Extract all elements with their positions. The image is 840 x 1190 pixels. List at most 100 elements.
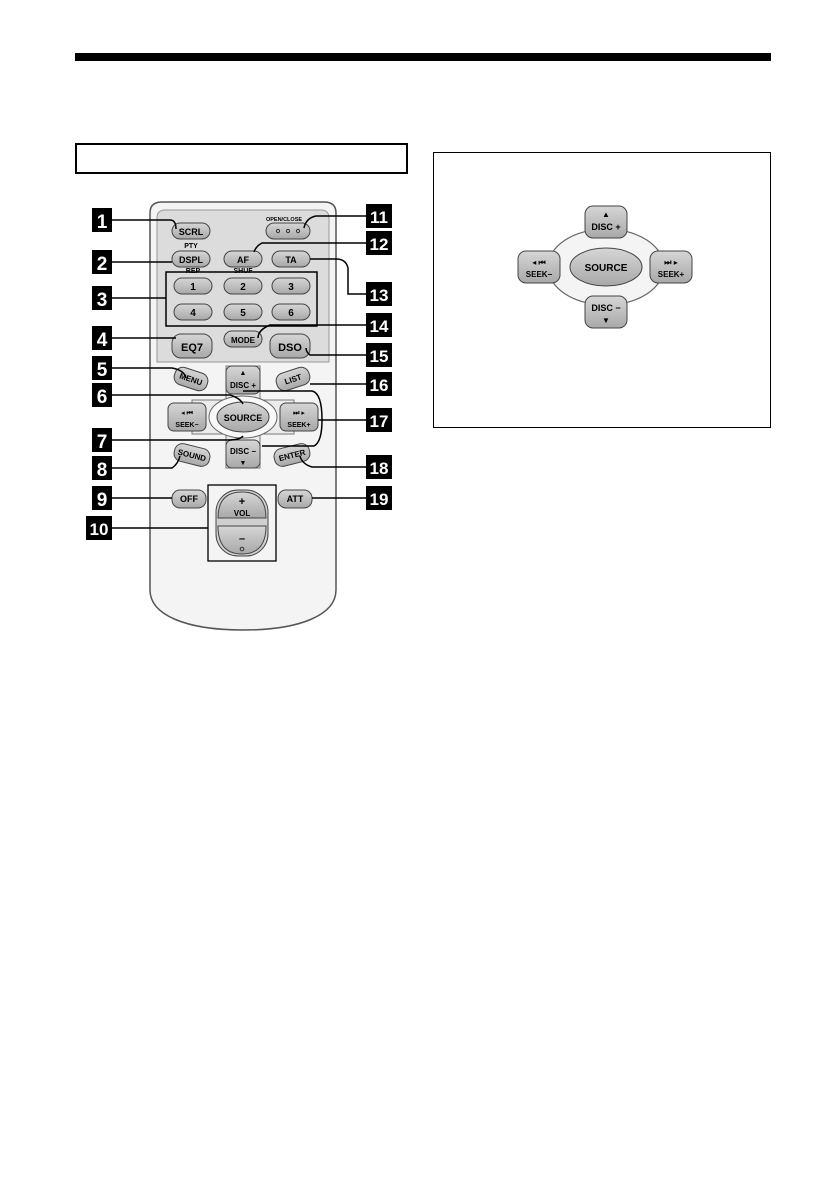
inset-seek-plus-button[interactable] (649, 250, 693, 284)
pty-label: PTY (184, 243, 198, 250)
inset-disc-plus-label: DISC + (591, 222, 620, 232)
open-close-dot-icon (275, 228, 281, 234)
disc-minus-button[interactable] (225, 439, 261, 469)
af-button[interactable] (223, 250, 263, 268)
att-button[interactable] (277, 489, 313, 509)
callout-1-number: 1 (97, 212, 108, 233)
callout-11-number: 11 (370, 208, 388, 227)
volume-down-button[interactable] (217, 525, 267, 555)
callout-18 (366, 455, 392, 479)
seek-plus-button[interactable] (279, 402, 319, 432)
inset-seek-plus-label: SEEK+ (658, 270, 685, 279)
number-button-5[interactable] (223, 303, 263, 321)
eq7-button[interactable] (171, 333, 213, 359)
callout-19-number: 19 (370, 490, 389, 509)
number-button-2[interactable] (223, 277, 263, 295)
callout-12 (366, 231, 392, 255)
dspl-button-label: DSPL (179, 255, 204, 265)
scrl-button-label: SCRL (179, 227, 204, 237)
callout-18-number: 18 (370, 459, 389, 478)
inset-seek-minus-label: SEEK− (526, 270, 553, 279)
volume-bracket (207, 484, 277, 562)
callout-8 (92, 456, 112, 480)
seek-plus-button-label: SEEK+ (287, 422, 310, 429)
number-button-6[interactable] (271, 303, 311, 321)
number-button-3-label: 3 (288, 282, 294, 293)
off-button-label: OFF (180, 494, 198, 504)
callout-13-number: 13 (370, 286, 389, 305)
list-button[interactable] (274, 365, 312, 393)
callout-17 (366, 408, 392, 432)
callout-9-number: 9 (97, 490, 108, 511)
number-pad-bracket (165, 271, 318, 327)
volume-dot-icon (239, 546, 245, 552)
source-button[interactable] (216, 401, 270, 433)
callout-2 (92, 250, 112, 274)
callout-6 (92, 383, 112, 407)
mode-button-label: MODE (231, 336, 256, 345)
callout-10 (86, 516, 112, 540)
inset-down-arrow-icon: ▼ (602, 316, 610, 325)
vol-label: VOL (234, 509, 251, 518)
inset-disc-minus-label: DISC − (591, 303, 620, 313)
mode-button[interactable] (223, 330, 263, 348)
inset-dpad: ▲ DISC + DISC − ▼ ◂ ⏮ SEEK− ⏭ ▸ SEEK+ SO… (517, 205, 693, 329)
dspl-button[interactable] (171, 250, 211, 268)
callout-7-number: 7 (97, 432, 108, 453)
open-close-dot-icon (285, 228, 291, 234)
seek-minus-button-label: SEEK− (175, 422, 198, 429)
seek-minus-button[interactable] (167, 402, 207, 432)
callouts: 1 2 3 4 5 6 7 8 9 10 11 12 13 14 15 16 1… (86, 204, 392, 540)
scrl-button[interactable] (171, 222, 211, 240)
disc-plus-button[interactable] (225, 365, 261, 395)
callout-11 (366, 204, 392, 228)
inset-seek-forward-icon: ⏭ ▸ (664, 258, 677, 267)
ta-button-label: TA (285, 255, 297, 265)
inset-seek-minus-button[interactable] (517, 250, 561, 284)
inset-panel (433, 152, 771, 428)
disc-minus-down-arrow-icon: ▼ (240, 460, 247, 467)
left-section-header-box (75, 143, 408, 174)
leader-lines (112, 215, 366, 529)
volume-up-label: + (239, 496, 245, 508)
inset-source-button[interactable] (569, 247, 643, 287)
number-button-4[interactable] (173, 303, 213, 321)
inset-disc-plus-button[interactable] (584, 205, 628, 239)
callout-7 (92, 428, 112, 452)
seek-forward-icon: ⏭ ▸ (293, 410, 305, 417)
disc-minus-button-label: DISC − (230, 447, 256, 456)
callout-5 (92, 356, 112, 380)
disc-plus-button-label: DISC + (230, 381, 256, 390)
number-button-4-label: 4 (190, 308, 196, 319)
callout-16 (366, 372, 392, 396)
sound-button[interactable] (172, 442, 211, 468)
inset-disc-minus-button[interactable] (584, 295, 628, 329)
number-button-2-label: 2 (240, 282, 246, 293)
open-close-button[interactable] (265, 222, 311, 240)
inset-source-label: SOURCE (585, 263, 628, 274)
callout-19 (366, 486, 392, 510)
eq7-button-label: EQ7 (181, 342, 203, 354)
number-button-3[interactable] (271, 277, 311, 295)
callout-15 (366, 343, 392, 367)
callout-10-number: 10 (90, 520, 109, 539)
callout-3-number: 3 (97, 290, 108, 311)
number-button-1-label: 1 (190, 282, 196, 293)
number-button-1[interactable] (173, 277, 213, 295)
off-button[interactable] (171, 489, 207, 509)
inset-seek-back-icon: ◂ ⏮ (532, 258, 545, 267)
seek-back-icon: ◂ ⏮ (181, 410, 193, 417)
callout-2-number: 2 (97, 254, 108, 275)
callout-14 (366, 313, 392, 337)
callout-1 (92, 208, 112, 232)
callout-15-number: 15 (370, 347, 389, 366)
callout-8-number: 8 (97, 460, 108, 481)
dso-button[interactable] (269, 333, 311, 359)
number-button-5-label: 5 (240, 308, 246, 319)
open-close-dot-icon (295, 228, 301, 234)
volume-up-button[interactable] (217, 491, 267, 519)
af-button-label: AF (237, 255, 249, 265)
callout-17-number: 17 (370, 412, 389, 431)
callout-3 (92, 286, 112, 310)
